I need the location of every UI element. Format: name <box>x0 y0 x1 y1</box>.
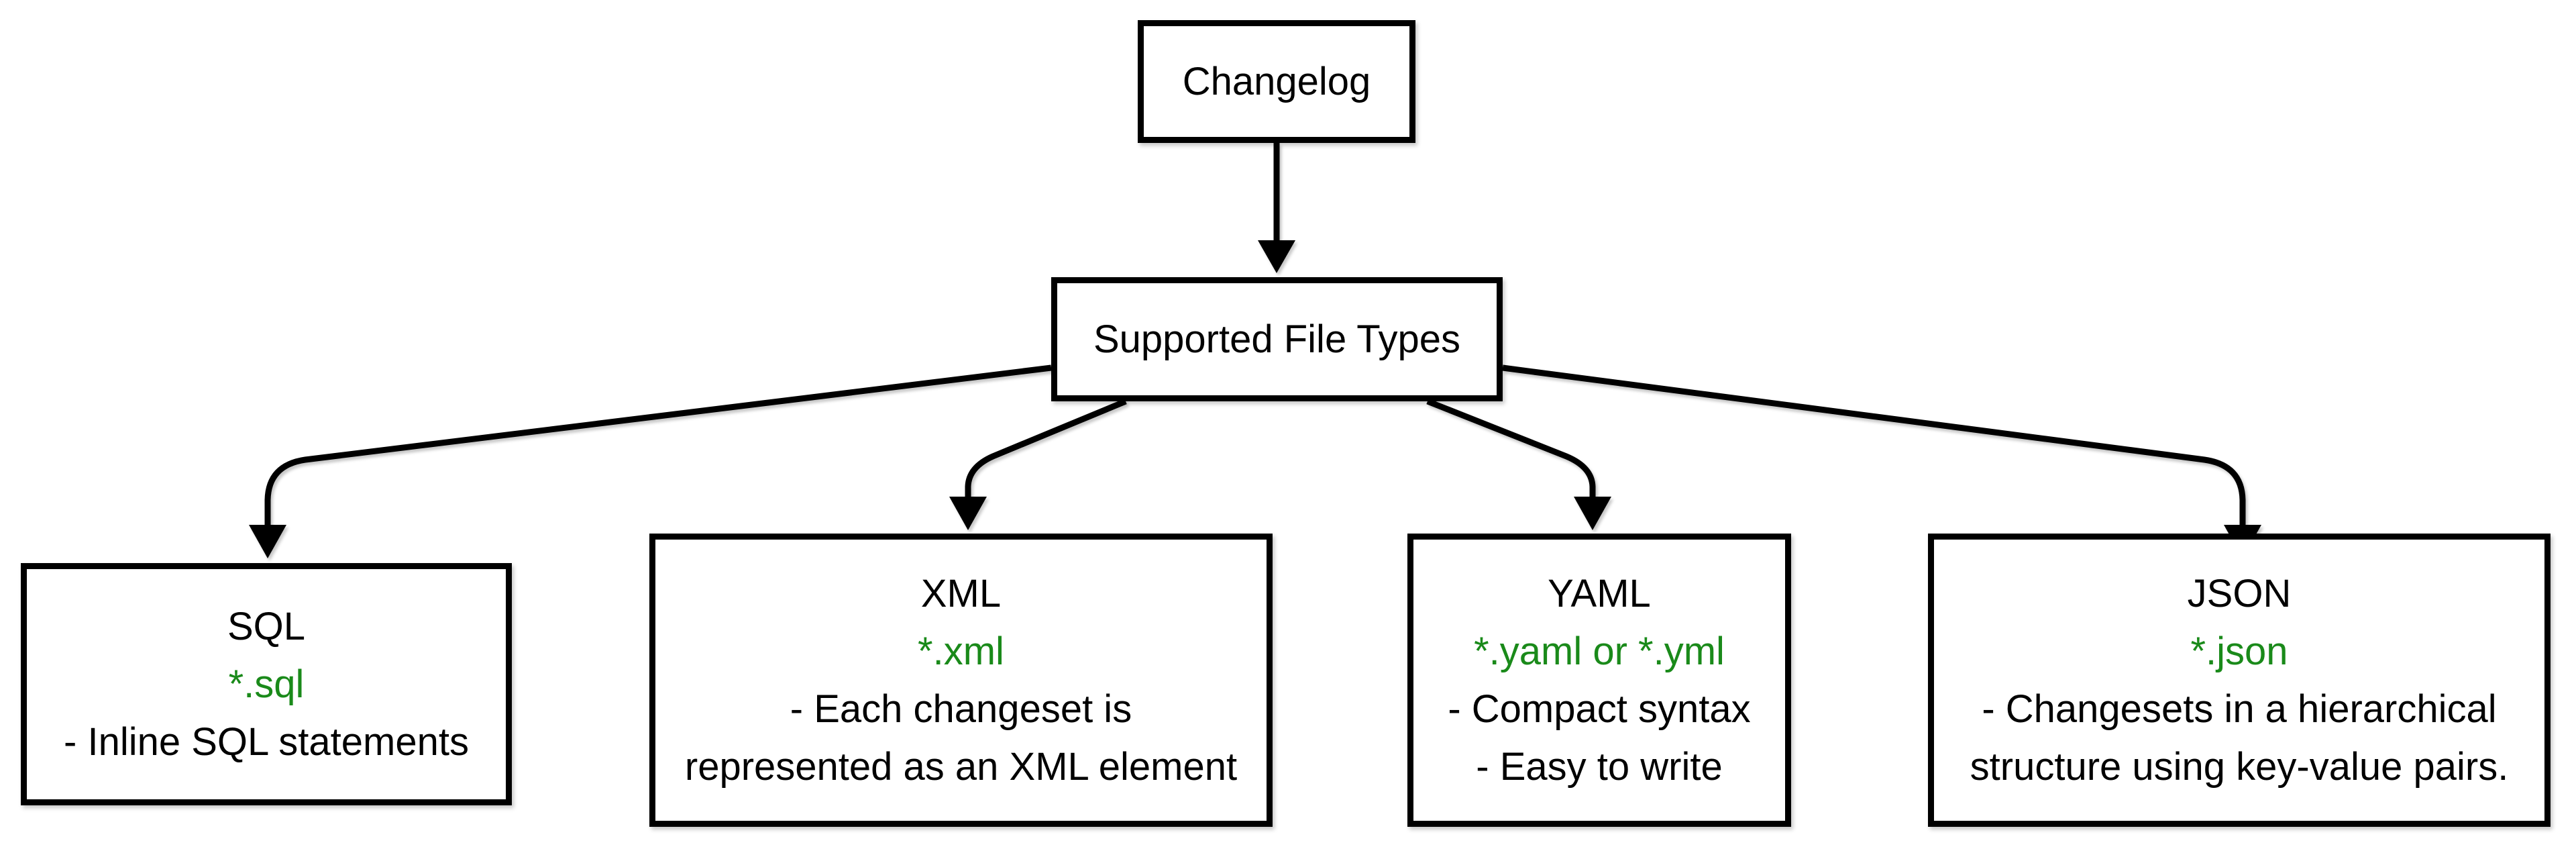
edge-supported-to-xml <box>949 398 1127 530</box>
node-json-file-pattern: *.json <box>2190 629 2288 673</box>
node-xml-desc-line: represented as an XML element <box>684 744 1238 789</box>
node-sql-file-pattern: *.sql <box>228 662 305 706</box>
node-json-title: JSON <box>2187 571 2292 615</box>
edge-changelog-to-supported-file-types <box>1258 143 1295 273</box>
node-yaml-desc-line: - Easy to write <box>1476 744 1723 789</box>
edge-supported-to-json <box>1502 364 2261 558</box>
node-changelog: Changelog <box>1138 20 1415 143</box>
node-yaml-title: YAML <box>1548 571 1651 615</box>
node-changelog-label: Changelog <box>1182 59 1371 103</box>
node-yaml: YAML *.yaml or *.yml - Compact syntax - … <box>1407 534 1791 827</box>
node-xml: XML *.xml - Each changeset is represente… <box>649 534 1273 827</box>
node-xml-title: XML <box>920 571 1002 615</box>
node-xml-desc-line: - Each changeset is <box>790 687 1132 731</box>
node-supported-file-types-label: Supported File Types <box>1093 317 1461 361</box>
node-json: JSON *.json - Changesets in a hierarchic… <box>1928 534 2551 827</box>
node-sql-desc-line: - Inline SQL statements <box>64 719 469 764</box>
node-supported-file-types: Supported File Types <box>1051 277 1503 401</box>
node-sql-title: SQL <box>227 604 306 648</box>
node-yaml-file-pattern: *.yaml or *.yml <box>1474 629 1725 673</box>
node-sql: SQL *.sql - Inline SQL statements <box>21 563 512 805</box>
edge-supported-to-yaml <box>1426 398 1611 530</box>
arrowhead-down-icon <box>1574 497 1611 530</box>
arrowhead-down-icon <box>949 497 987 530</box>
arrowhead-down-icon <box>249 525 286 558</box>
edge-supported-to-sql <box>249 364 1052 558</box>
node-json-desc-line: structure using key-value pairs. <box>1970 744 2509 789</box>
node-xml-file-pattern: *.xml <box>918 629 1004 673</box>
node-json-desc-line: - Changesets in a hierarchical <box>1982 687 2497 731</box>
arrowhead-down-icon <box>1258 240 1295 273</box>
node-yaml-desc-line: - Compact syntax <box>1448 687 1751 731</box>
